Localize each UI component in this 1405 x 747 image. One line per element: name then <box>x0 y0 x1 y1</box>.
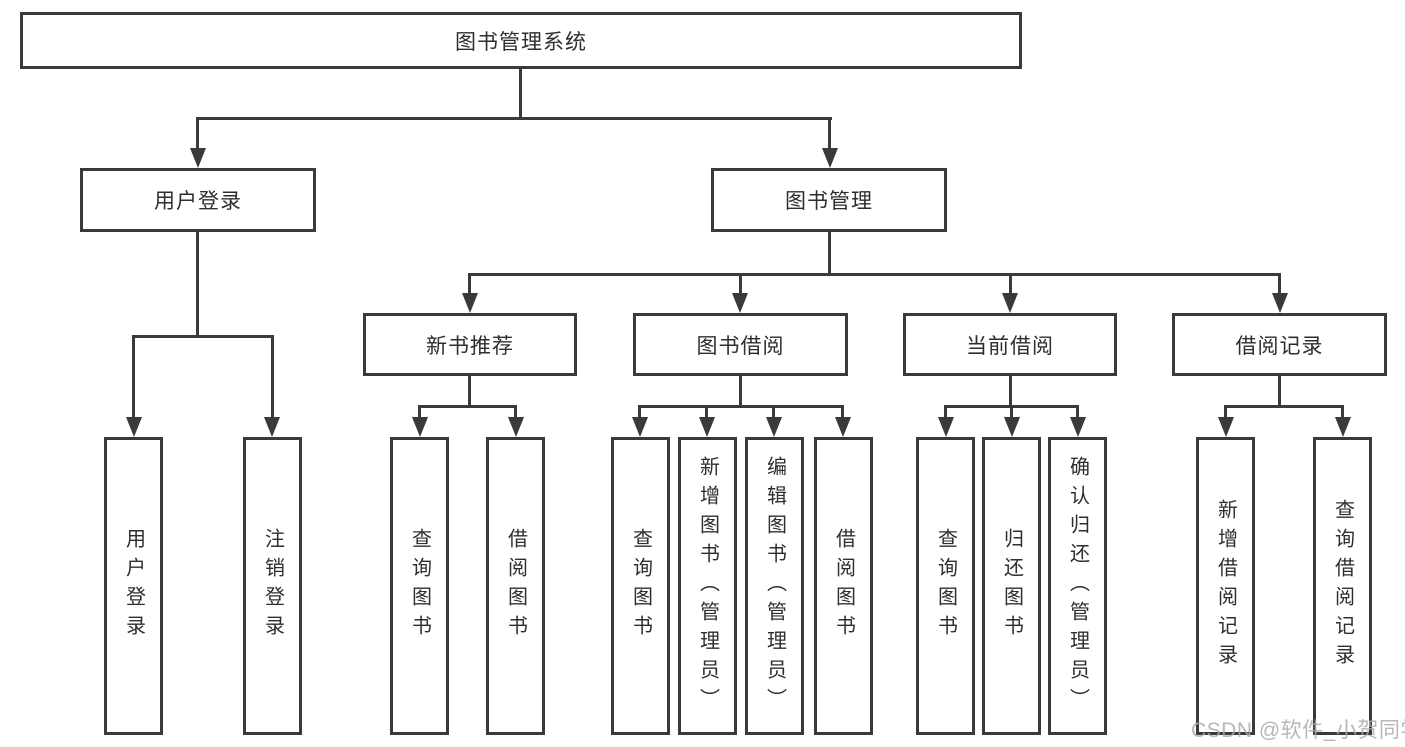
arrowhead-icon <box>766 417 782 437</box>
leaf-label: 借阅图书 <box>504 528 527 644</box>
connector-bar-level2 <box>196 117 832 120</box>
leaf-borrow-books-recommend: 借阅图书 <box>486 437 545 735</box>
arrowhead-icon <box>462 293 478 313</box>
leaf-return-books: 归还图书 <box>982 437 1041 735</box>
leaf-query-books-current: 查询图书 <box>916 437 975 735</box>
connector-drop <box>739 273 742 294</box>
arrowhead-icon <box>412 417 428 437</box>
connector-stem-user-login <box>196 232 199 336</box>
node-label: 图书借阅 <box>696 334 785 358</box>
connector-drop <box>468 273 471 294</box>
connector-drop <box>1278 273 1281 294</box>
node-borrowing-records: 借阅记录 <box>1172 313 1387 376</box>
connector-drop <box>418 405 421 418</box>
leaf-borrow-books-borrowing: 借阅图书 <box>814 437 873 735</box>
connector-drop <box>772 405 775 418</box>
arrowhead-icon <box>1335 417 1351 437</box>
node-user-login: 用户登录 <box>80 168 316 232</box>
node-label: 当前借阅 <box>966 334 1054 358</box>
node-label: 图书管理系统 <box>455 30 587 54</box>
leaf-label: 用户登录 <box>122 528 145 644</box>
leaf-label: 编辑图书（管理员） <box>763 455 786 717</box>
connector-stem-book-borrowing <box>739 376 742 407</box>
connector-drop <box>944 405 947 418</box>
node-label: 新书推荐 <box>426 334 514 358</box>
arrowhead-icon <box>822 148 838 168</box>
arrowhead-icon <box>835 417 851 437</box>
node-book-management: 图书管理 <box>711 168 947 232</box>
leaf-user-login: 用户登录 <box>104 437 163 735</box>
leaf-label: 归还图书 <box>1000 528 1023 644</box>
arrowhead-icon <box>699 417 715 437</box>
connector-drop <box>1076 405 1079 418</box>
connector-stem-borrowing-records <box>1278 376 1281 407</box>
node-library-management-system: 图书管理系统 <box>20 12 1022 69</box>
connector-drop <box>132 335 135 418</box>
connector-drop <box>1224 405 1227 418</box>
node-current-borrowing: 当前借阅 <box>903 313 1117 376</box>
leaf-query-borrow-record: 查询借阅记录 <box>1313 437 1372 735</box>
leaf-label: 新增借阅记录 <box>1214 499 1237 673</box>
arrowhead-icon <box>1002 293 1018 313</box>
arrowhead-icon <box>632 417 648 437</box>
leaf-edit-book-admin: 编辑图书（管理员） <box>745 437 804 735</box>
arrowhead-icon <box>1272 293 1288 313</box>
connector-stem-root <box>519 69 522 117</box>
connector-bar-level3 <box>468 273 1281 276</box>
leaf-add-book-admin: 新增图书（管理员） <box>678 437 737 735</box>
leaf-label: 新增图书（管理员） <box>696 455 719 717</box>
arrowhead-icon <box>1218 417 1234 437</box>
arrowhead-icon <box>732 293 748 313</box>
arrowhead-icon <box>1004 417 1020 437</box>
leaf-label: 借阅图书 <box>832 528 855 644</box>
connector-stem-new-book <box>468 376 471 407</box>
leaf-label: 查询图书 <box>629 528 652 644</box>
leaf-label: 查询借阅记录 <box>1331 499 1354 673</box>
connector-bar-borrowing-records <box>1224 405 1344 408</box>
connector-stem-book-management <box>828 232 831 276</box>
connector-bar-book-borrowing <box>638 405 844 408</box>
connector-bar-user-login <box>132 335 274 338</box>
connector-drop <box>1341 405 1344 418</box>
csdn-watermark: CSDN @软件_小贺同学 <box>1191 719 1405 742</box>
leaf-label: 查询图书 <box>408 528 431 644</box>
arrowhead-icon <box>126 417 142 437</box>
arrowhead-icon <box>1070 417 1086 437</box>
node-label: 借阅记录 <box>1235 334 1324 358</box>
connector-drop <box>828 117 831 149</box>
leaf-logout: 注销登录 <box>243 437 302 735</box>
connector-drop <box>841 405 844 418</box>
leaf-query-books-recommend: 查询图书 <box>390 437 449 735</box>
connector-drop <box>705 405 708 418</box>
leaf-label: 查询图书 <box>934 528 957 644</box>
node-label: 用户登录 <box>154 190 242 213</box>
connector-drop <box>514 405 517 418</box>
connector-bar-new-book <box>418 405 517 408</box>
arrowhead-icon <box>190 148 206 168</box>
leaf-confirm-return-admin: 确认归还（管理员） <box>1048 437 1107 735</box>
arrowhead-icon <box>938 417 954 437</box>
node-new-book-recommendation: 新书推荐 <box>363 313 577 376</box>
connector-drop <box>638 405 641 418</box>
node-book-borrowing: 图书借阅 <box>633 313 848 376</box>
connector-drop <box>271 335 274 418</box>
arrowhead-icon <box>508 417 524 437</box>
leaf-add-borrow-record: 新增借阅记录 <box>1196 437 1255 735</box>
leaf-query-books-borrowing: 查询图书 <box>611 437 670 735</box>
leaf-label: 注销登录 <box>261 528 284 644</box>
leaf-label: 确认归还（管理员） <box>1066 455 1089 717</box>
node-label: 图书管理 <box>785 190 873 213</box>
connector-drop <box>1009 273 1012 294</box>
connector-stem-current-borrowing <box>1009 376 1012 407</box>
arrowhead-icon <box>264 417 280 437</box>
connector-drop <box>196 117 199 149</box>
connector-drop <box>1010 405 1013 418</box>
